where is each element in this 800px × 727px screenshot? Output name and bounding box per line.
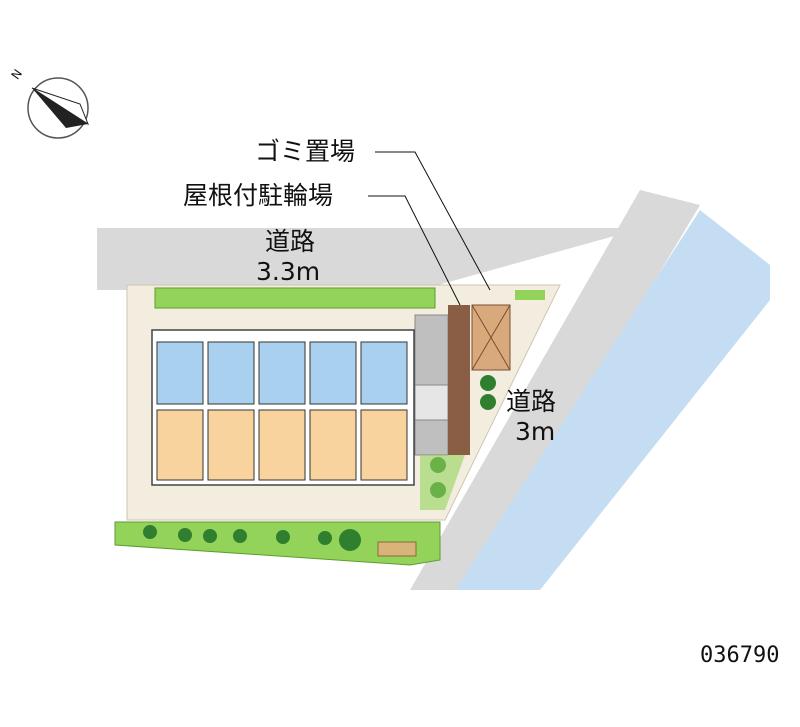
tree (480, 394, 496, 410)
unit-3-room (258, 409, 306, 481)
bicycle-parking-area (448, 305, 470, 455)
compass: N (8, 67, 90, 139)
tree (339, 529, 361, 551)
hedge-top (154, 287, 436, 309)
compass-n-label: N (8, 67, 25, 82)
unit-5-room (360, 409, 408, 481)
compass-ring (27, 77, 89, 139)
road-right-name: 道路 (506, 387, 556, 416)
tree (480, 375, 496, 391)
unit-5-bath (360, 341, 408, 405)
river (455, 210, 770, 590)
tree (178, 528, 192, 542)
compass-needle-light (31, 87, 90, 126)
unit-4-room (309, 409, 357, 481)
hedge-right (515, 290, 545, 300)
hedge-bottom (114, 521, 441, 566)
leader-line-bicycle (368, 195, 461, 306)
planter (377, 541, 417, 557)
leader-line-garbage (375, 151, 491, 291)
bicycle-label: 屋根付駐輪場 (183, 181, 333, 210)
garbage-label: ゴミ置場 (255, 137, 355, 166)
stair-platform (414, 384, 449, 421)
tree (276, 530, 290, 544)
road-top-name: 道路 (265, 227, 315, 256)
tree (233, 529, 247, 543)
tree (203, 529, 217, 543)
tree (143, 525, 157, 539)
hedge-right-strip (420, 455, 465, 510)
road-top-width: 3.3m (256, 257, 320, 286)
unit-2-bath (207, 341, 255, 405)
garbage-area-cross-2 (471, 304, 511, 371)
unit-1-bath (156, 341, 204, 405)
property-code: 036790 (700, 643, 779, 668)
road-right (410, 190, 700, 590)
tree (318, 531, 332, 545)
unit-3-bath (258, 341, 306, 405)
road-top (97, 200, 690, 290)
road-right-width: 3m (515, 417, 555, 446)
unit-2-room (207, 409, 255, 481)
unit-1-room (156, 409, 204, 481)
unit-4-bath (309, 341, 357, 405)
compass-needle (32, 88, 88, 128)
